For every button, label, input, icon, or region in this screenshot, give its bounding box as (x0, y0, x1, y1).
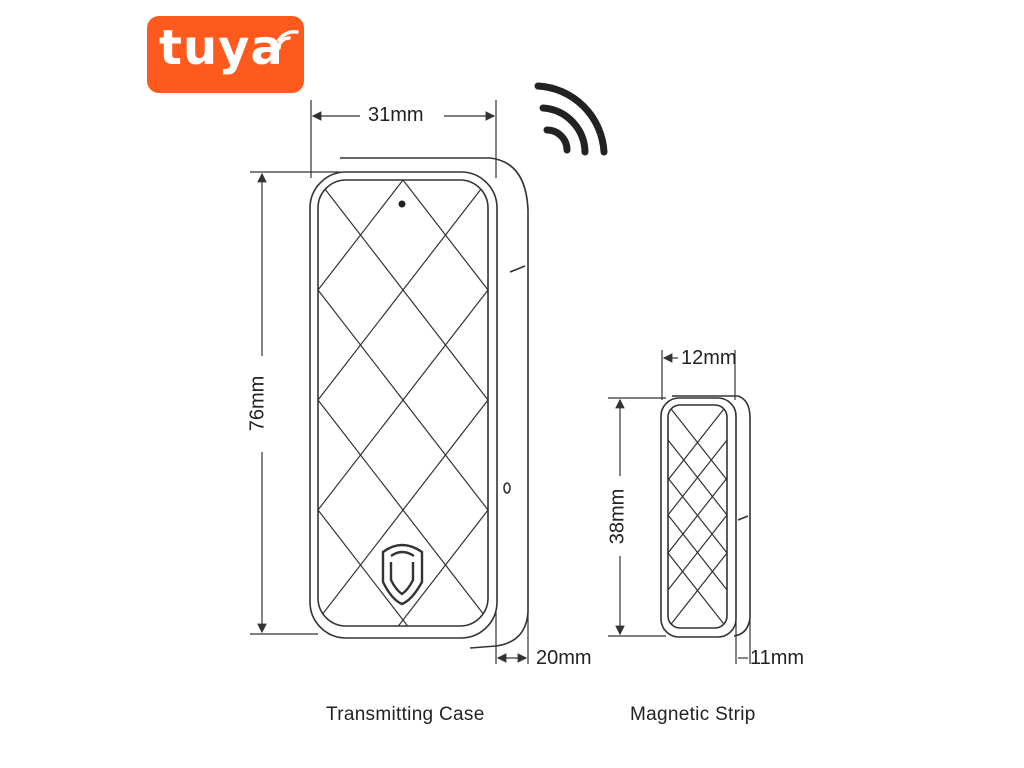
case-height-label: 76mm (246, 375, 269, 432)
strip-width-dimension (661, 350, 736, 400)
case-width-label: 31mm (368, 104, 424, 126)
strip-depth-dimension (735, 620, 751, 664)
case-depth-label: 20mm (536, 647, 592, 669)
logo-wave-icon (277, 30, 299, 50)
logo-text: tuya (159, 20, 284, 76)
strip-height-dimension (608, 397, 666, 637)
strip-height-label: 38mm (606, 488, 629, 545)
strip-width-label: 12mm (681, 347, 737, 369)
transmitting-case-caption: Transmitting Case (326, 704, 485, 725)
magnetic-strip-drawing (660, 395, 751, 638)
case-height-dimension (250, 171, 340, 635)
case-width-dimension (310, 100, 497, 178)
transmitting-case-drawing (309, 157, 529, 649)
shield-icon (381, 543, 424, 606)
magnetic-strip-caption: Magnetic Strip (630, 704, 756, 725)
wireless-signal-icon (534, 82, 608, 156)
case-depth-dimension (495, 612, 529, 664)
tuya-logo: tuya (147, 16, 304, 93)
strip-depth-label: 11mm (750, 647, 805, 669)
